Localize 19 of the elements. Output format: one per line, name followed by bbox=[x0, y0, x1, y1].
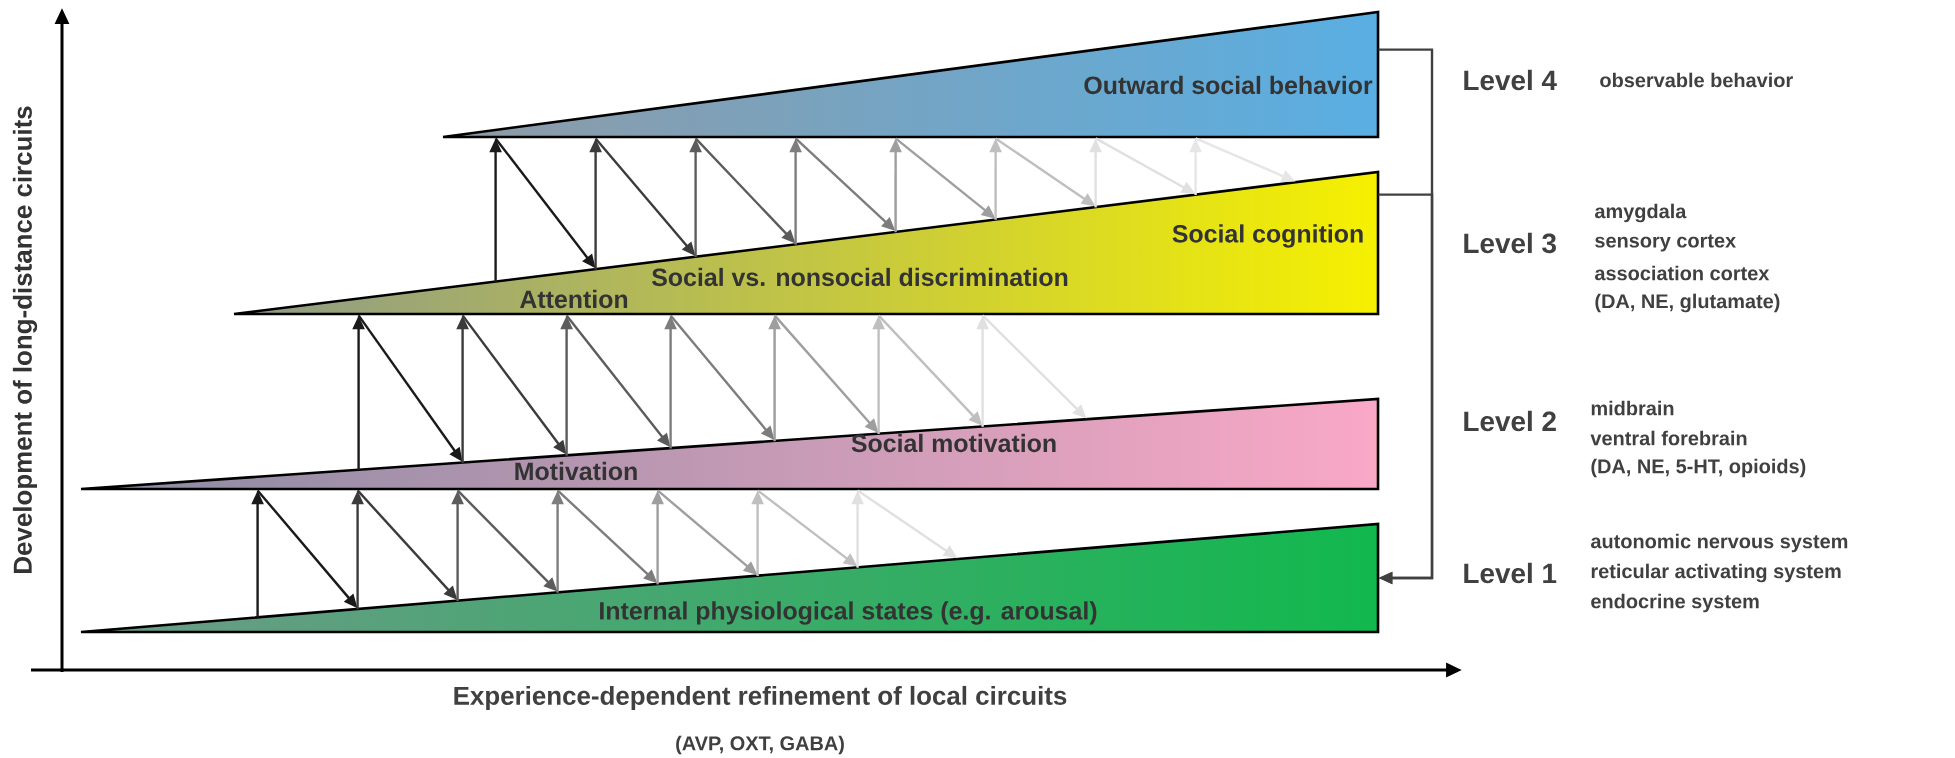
level-label: Level 2 bbox=[1464, 410, 1556, 432]
region-label: midbrain bbox=[1591, 400, 1674, 416]
region-label: reticular activating system bbox=[1591, 563, 1841, 583]
region-label: (DA, NE, 5-HT, opioids) bbox=[1591, 458, 1806, 478]
region-label: autonomic nervous system bbox=[1591, 533, 1848, 553]
axis-title: Development of long-distance circuits bbox=[12, 106, 38, 573]
level-label: Level 3 bbox=[1464, 232, 1556, 254]
region-label: (DA, NE, glutamate) bbox=[1595, 293, 1780, 313]
axis-title: Experience-dependent refinement of local circuits bbox=[454, 685, 1067, 711]
axis-subtitle: (AVP, OXT, GABA) bbox=[676, 735, 844, 755]
level-label: Level 1 bbox=[1464, 562, 1557, 584]
region-label: association cortex bbox=[1595, 265, 1770, 281]
region-label: endocrine system bbox=[1591, 593, 1759, 613]
region-label: observable behavior bbox=[1600, 72, 1793, 88]
region-label: sensory cortex bbox=[1595, 234, 1736, 252]
region-label: amygdala bbox=[1595, 203, 1687, 223]
feedback-arrow bbox=[1378, 193, 1434, 585]
level-label: Level 4 bbox=[1464, 69, 1557, 91]
region-label: ventral forebrain bbox=[1590, 430, 1747, 446]
